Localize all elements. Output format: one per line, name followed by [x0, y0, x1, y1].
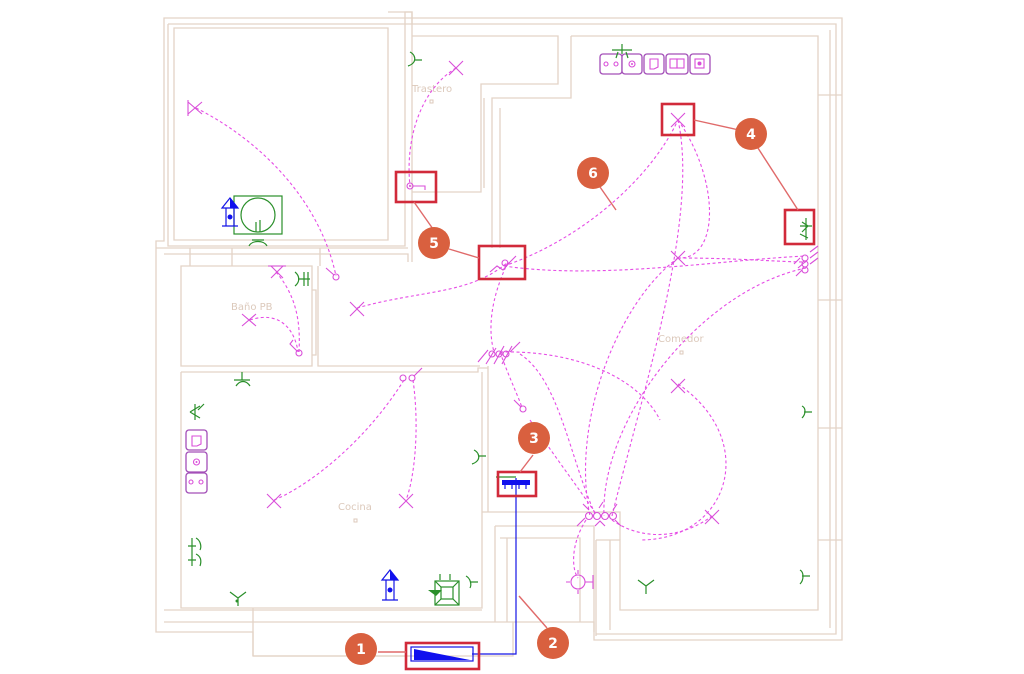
wire-bano-2 — [249, 316, 299, 353]
sockets-top — [599, 53, 711, 75]
water-point-icon — [189, 403, 205, 420]
room-label-comedor: Comedor — [658, 334, 704, 345]
switch-icon — [289, 339, 303, 357]
distribution-panel-icon — [410, 646, 474, 662]
water-point-icon — [801, 405, 812, 419]
svg-text:6: 6 — [588, 166, 598, 182]
x-cross-icon — [670, 112, 686, 128]
callout-5[interactable]: 5 — [418, 227, 450, 259]
wire-hall-light — [356, 261, 509, 309]
highlight-busbar[interactable] — [496, 470, 538, 498]
x-cross-icon — [241, 313, 257, 327]
heater-icon — [380, 569, 400, 601]
water-point-icon — [612, 44, 632, 59]
switch-icon — [513, 399, 527, 413]
water-point-icon — [799, 569, 810, 585]
water-point-icon — [471, 449, 486, 465]
switch-icon — [477, 341, 521, 365]
x-cross-icon — [398, 493, 414, 509]
feeder-line — [472, 478, 517, 655]
switches — [289, 182, 819, 594]
highlight-light-comedor[interactable] — [660, 102, 696, 137]
switch-icon — [793, 245, 819, 277]
highlight-panel[interactable] — [404, 641, 481, 671]
switch-icon — [489, 255, 517, 273]
callout-4[interactable]: 4 — [735, 118, 767, 150]
highlight-switch-trastero[interactable] — [394, 170, 438, 204]
callouts: 1 2 3 4 5 6 — [345, 118, 767, 665]
switch-icon — [399, 367, 423, 382]
svg-text:3: 3 — [529, 431, 539, 447]
boiler-icon — [233, 195, 283, 247]
room-label-bano: Baño PB — [231, 302, 273, 313]
highlight-switch-hall[interactable] — [477, 244, 527, 281]
x-cross-icon — [670, 378, 686, 394]
sockets-kitchen — [185, 429, 208, 494]
appliance-icon — [428, 574, 460, 606]
x-cross-icon — [349, 301, 365, 317]
wire-hall-down — [490, 261, 509, 353]
svg-text:4: 4 — [746, 127, 756, 143]
phone-socket-icon — [643, 53, 665, 75]
switch-icon — [325, 267, 340, 281]
green-devices — [188, 44, 812, 606]
wiring — [195, 67, 807, 579]
wire-bano-1 — [275, 271, 300, 354]
water-point-icon — [637, 579, 655, 594]
switch-icon — [576, 501, 622, 527]
water-point-icon — [234, 372, 251, 387]
x-cross-icon — [670, 250, 686, 266]
x-cross-icon — [704, 509, 720, 525]
walls — [155, 11, 843, 657]
highlights — [394, 102, 816, 671]
room-label-cocina: Cocina — [338, 502, 372, 513]
water-point-icon — [465, 575, 478, 589]
x-cross-icon — [187, 100, 203, 116]
heater-icon — [220, 197, 240, 227]
callout-3[interactable]: 3 — [518, 422, 550, 454]
busbar-icon — [496, 476, 530, 489]
water-point-icon — [229, 591, 247, 606]
x-cross-icon — [266, 493, 282, 509]
wire-left-bedroom — [195, 107, 337, 277]
wire-trastero — [408, 67, 457, 187]
wire-6 — [503, 119, 679, 267]
water-point-icon — [188, 537, 202, 567]
switch-icon — [406, 182, 426, 190]
phone-socket-icon — [185, 429, 208, 451]
callout-1[interactable]: 1 — [345, 633, 377, 665]
highlight-switch-comedor[interactable] — [783, 208, 816, 246]
room-labels: Trastero Baño PB Comedor Cocina — [231, 84, 704, 523]
wire-cocina-left — [273, 379, 405, 501]
callout-2[interactable]: 2 — [537, 627, 569, 659]
water-point-icon — [294, 271, 310, 287]
blue-devices — [220, 197, 530, 662]
water-point-icon — [799, 218, 812, 240]
callout-leaders — [378, 119, 799, 653]
water-point-icon — [407, 51, 422, 67]
svg-text:1: 1 — [356, 642, 366, 658]
svg-text:5: 5 — [429, 236, 439, 252]
callout-6[interactable]: 6 — [577, 157, 609, 189]
room-label-trastero: Trastero — [411, 84, 452, 95]
wire-cocina-right — [405, 379, 417, 501]
x-cross-icon — [448, 60, 464, 76]
socket-icon — [185, 472, 208, 494]
svg-text:2: 2 — [548, 636, 558, 652]
x-cross-icon — [268, 265, 286, 279]
light-points — [187, 60, 720, 525]
doorbell-icon — [566, 570, 594, 594]
